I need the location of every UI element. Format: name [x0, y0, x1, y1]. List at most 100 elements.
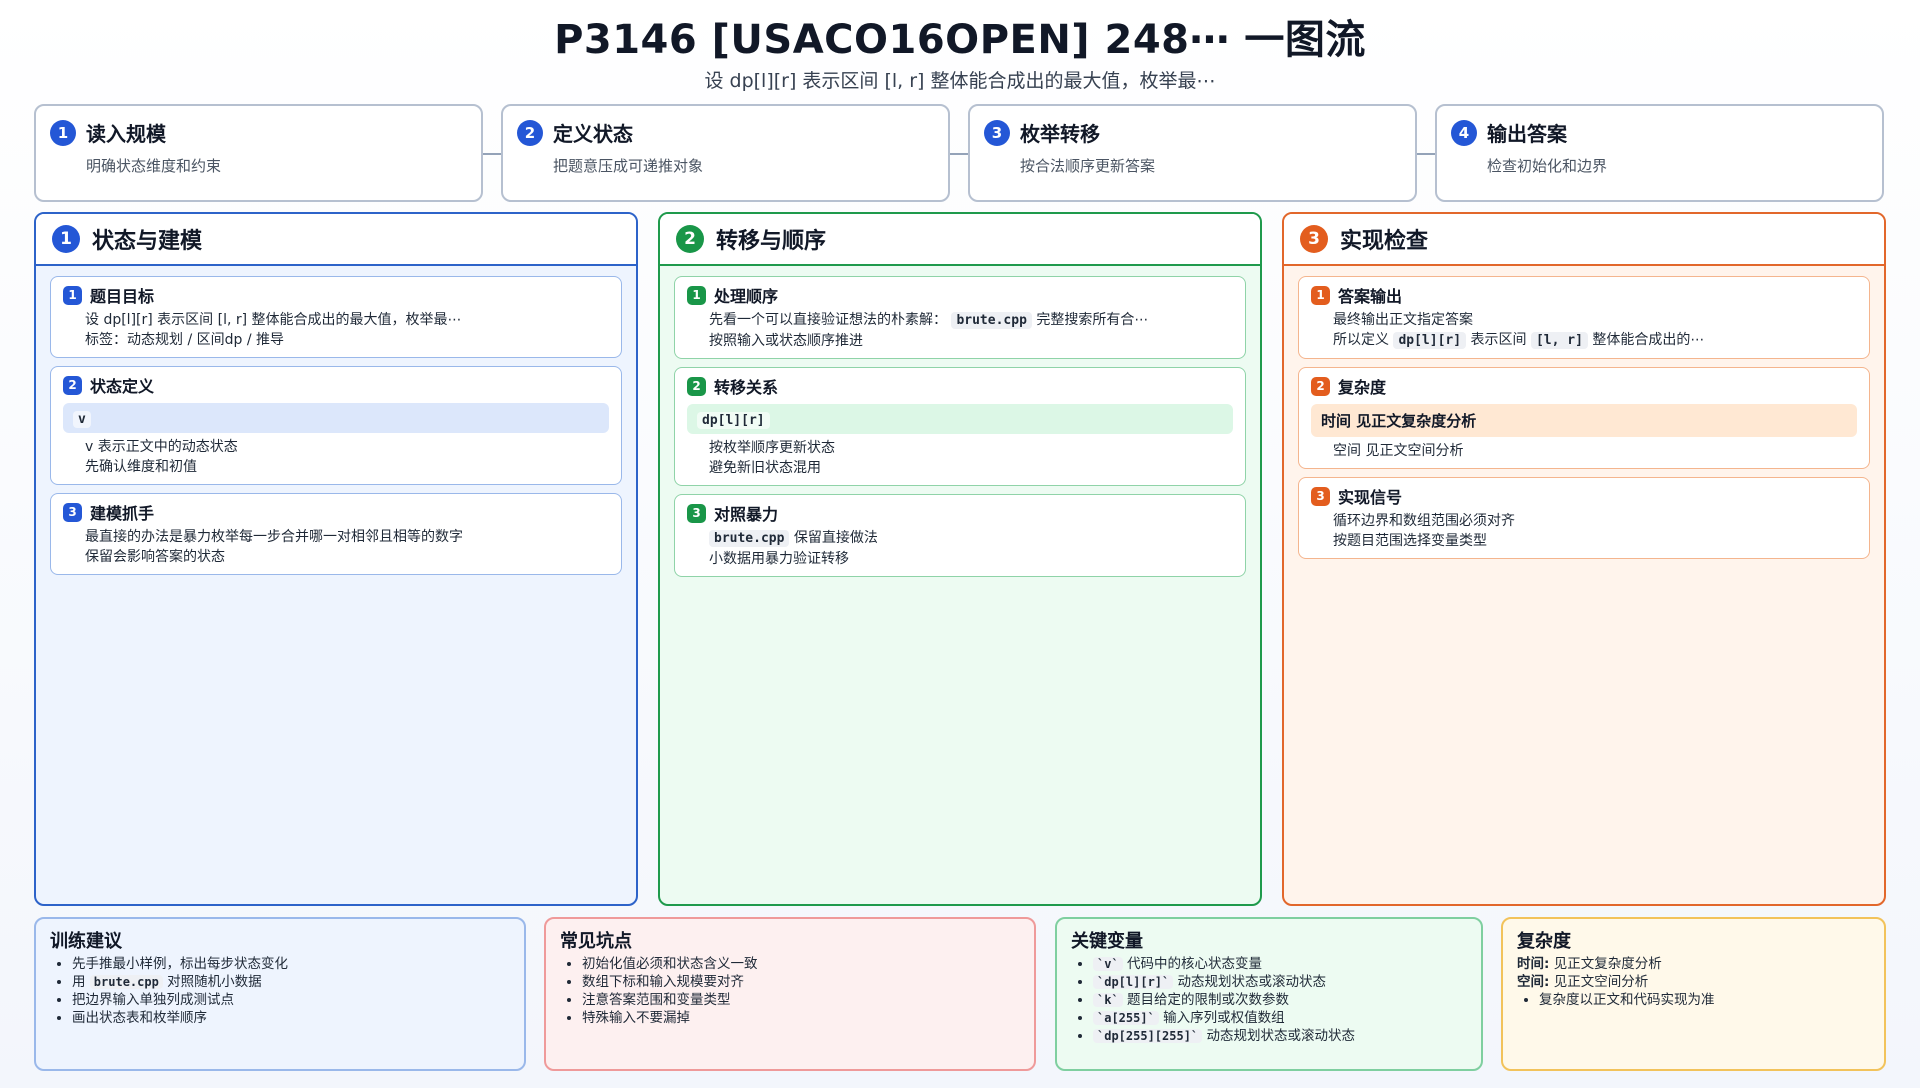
panel-complexity: 复杂度 时间: 见正文复杂度分析 空间: 见正文空间分析 复杂度以正文和代码实现… [1501, 917, 1886, 1071]
list-item: 用 brute.cpp 对照随机小数据 [72, 973, 510, 991]
step-title: 定义状态 [553, 122, 633, 146]
column-number-badge: 3 [1300, 225, 1328, 253]
panel-key-variables: 关键变量 `v` 代码中的核心状态变量 `dp[l][r]` 动态规划状态或滚动… [1055, 917, 1483, 1071]
card-complexity: 2 复杂度 时间 见正文复杂度分析 空间 见正文空间分析 [1298, 367, 1870, 469]
card-title: 题目目标 [90, 287, 155, 306]
panel-training-tips: 训练建议 先手推最小样例，标出每步状态变化 用 brute.cpp 对照随机小数… [34, 917, 526, 1071]
step-connector [54, 153, 1866, 155]
step-card-4: 4 输出答案 检查初始化和边界 [1435, 104, 1884, 202]
highlight-box: dp[l][r] [687, 404, 1233, 434]
card-title: 复杂度 [1338, 378, 1387, 397]
list-item: `k` 题目给定的限制或次数参数 [1093, 991, 1467, 1009]
complexity-time: 时间: 见正文复杂度分析 [1517, 956, 1662, 972]
card-title: 对照暴力 [714, 505, 779, 524]
code-chip: brute.cpp [89, 975, 163, 989]
code-chip: brute.cpp [709, 530, 790, 547]
card-title: 状态定义 [90, 377, 155, 396]
list-item: 最终输出正文指定答案 [1333, 310, 1857, 330]
list-item: 特殊输入不要漏掉 [582, 1009, 1020, 1027]
list-item: brute.cpp 保留直接做法 [709, 528, 1233, 549]
code-chip: [l, r] [1530, 332, 1588, 349]
step-desc: 检查初始化和边界 [1487, 157, 1608, 175]
list-item: 空间 见正文空间分析 [1333, 441, 1857, 461]
complexity-space: 空间: 见正文空间分析 [1517, 974, 1649, 990]
panel-title: 复杂度 [1517, 931, 1571, 952]
list-item: `dp[255][255]` 动态规划状态或滚动状态 [1093, 1027, 1467, 1045]
code-chip: brute.cpp [951, 312, 1032, 329]
card-number-badge: 2 [687, 376, 706, 396]
code-chip: `dp[l][r]` [1093, 975, 1174, 989]
list-item: 设 dp[l][r] 表示区间 [l, r] 整体能合成出的最大值，枚举最⋯ [85, 310, 609, 330]
list-item: `a[255]` 输入序列或权值数组 [1093, 1009, 1467, 1027]
step-number-badge: 4 [1451, 119, 1477, 146]
card-title: 实现信号 [1338, 488, 1403, 507]
list-item: 把边界输入单独列成测试点 [72, 991, 510, 1009]
panel-common-pitfalls: 常见坑点 初始化值必须和状态含义一致 数组下标和输入规模要对齐 注意答案范围和变… [544, 917, 1036, 1071]
column-header: 2 转移与顺序 [660, 214, 1260, 266]
list-item: 画出状态表和枚举顺序 [72, 1009, 510, 1027]
card-transition-relation: 2 转移关系 dp[l][r] 按枚举顺序更新状态 避免新旧状态混用 [674, 367, 1246, 486]
list-item: `dp[l][r]` 动态规划状态或滚动状态 [1093, 973, 1467, 991]
code-chip: `v` [1093, 957, 1123, 971]
list-item: 先手推最小样例，标出每步状态变化 [72, 955, 510, 973]
card-number-badge: 2 [1311, 376, 1330, 396]
code-chip: `k` [1093, 993, 1123, 1007]
column-title: 实现检查 [1340, 229, 1429, 254]
list-item: 最直接的办法是暴力枚举每一步合并哪一对相邻且相等的数字 [85, 527, 609, 547]
list-item: 标签：动态规划 / 区间dp / 推导 [85, 330, 609, 350]
list-item: 保留会影响答案的状态 [85, 547, 609, 567]
step-desc: 按合法顺序更新答案 [1020, 157, 1156, 175]
column-title: 转移与顺序 [716, 229, 827, 254]
list-item: 按题目范围选择变量类型 [1333, 531, 1857, 551]
header: P3146 [USACO16OPEN] 248⋯ 一图流 设 dp[l][r] … [0, 14, 1920, 94]
list-item: 复杂度以正文和代码实现为准 [1539, 991, 1870, 1009]
column-state-modeling: 1 状态与建模 1 题目目标 设 dp[l][r] 表示区间 [l, r] 整体能… [34, 212, 638, 906]
list-item: 按照输入或状态顺序推进 [709, 331, 1233, 351]
list-item: 先看一个可以直接验证想法的朴素解： brute.cpp 完整搜索所有合⋯ [709, 310, 1233, 331]
step-title: 读入规模 [86, 122, 166, 146]
list-item: 按枚举顺序更新状态 [709, 438, 1233, 458]
step-desc: 明确状态维度和约束 [86, 157, 222, 175]
step-number-badge: 1 [50, 119, 76, 146]
step-number-badge: 3 [984, 119, 1010, 146]
column-header: 3 实现检查 [1284, 214, 1884, 266]
list-item: 循环边界和数组范围必须对齐 [1333, 511, 1857, 531]
panel-title: 关键变量 [1071, 931, 1143, 952]
step-title: 输出答案 [1487, 122, 1567, 146]
list-item: `v` 代码中的核心状态变量 [1093, 955, 1467, 973]
highlight-box: v [63, 403, 609, 433]
card-number-badge: 1 [1311, 285, 1330, 305]
card-title: 处理顺序 [714, 287, 779, 306]
column-number-badge: 2 [676, 225, 704, 253]
list-item: 所以定义 dp[l][r] 表示区间 [l, r] 整体能合成出的⋯ [1333, 330, 1857, 351]
step-card-1: 1 读入规模 明确状态维度和约束 [34, 104, 483, 202]
card-number-badge: 1 [63, 285, 82, 305]
list-item: 注意答案范围和变量类型 [582, 991, 1020, 1009]
list-item: 先确认维度和初值 [85, 457, 609, 477]
card-title: 转移关系 [714, 378, 779, 397]
code-chip: dp[l][r] [697, 412, 770, 429]
column-header: 1 状态与建模 [36, 214, 636, 266]
step-desc: 把题意压成可递推对象 [553, 157, 704, 175]
code-chip: `a[255]` [1093, 1011, 1159, 1025]
column-number-badge: 1 [52, 225, 80, 253]
list-item: 数组下标和输入规模要对齐 [582, 973, 1020, 991]
card-title: 答案输出 [1338, 287, 1403, 306]
list-item: v 表示正文中的动态状态 [85, 437, 609, 457]
card-number-badge: 3 [1311, 486, 1330, 506]
panel-title: 训练建议 [50, 931, 122, 952]
highlight-box: 时间 见正文复杂度分析 [1311, 404, 1857, 437]
list-item: 小数据用暴力验证转移 [709, 549, 1233, 569]
panel-title: 常见坑点 [560, 931, 632, 952]
list-item: 初始化值必须和状态含义一致 [582, 955, 1020, 973]
list-item: 避免新旧状态混用 [709, 458, 1233, 478]
card-implementation-signals: 3 实现信号 循环边界和数组范围必须对齐 按题目范围选择变量类型 [1298, 477, 1870, 559]
card-number-badge: 3 [687, 503, 706, 523]
card-answer-output: 1 答案输出 最终输出正文指定答案 所以定义 dp[l][r] 表示区间 [l, … [1298, 276, 1870, 359]
